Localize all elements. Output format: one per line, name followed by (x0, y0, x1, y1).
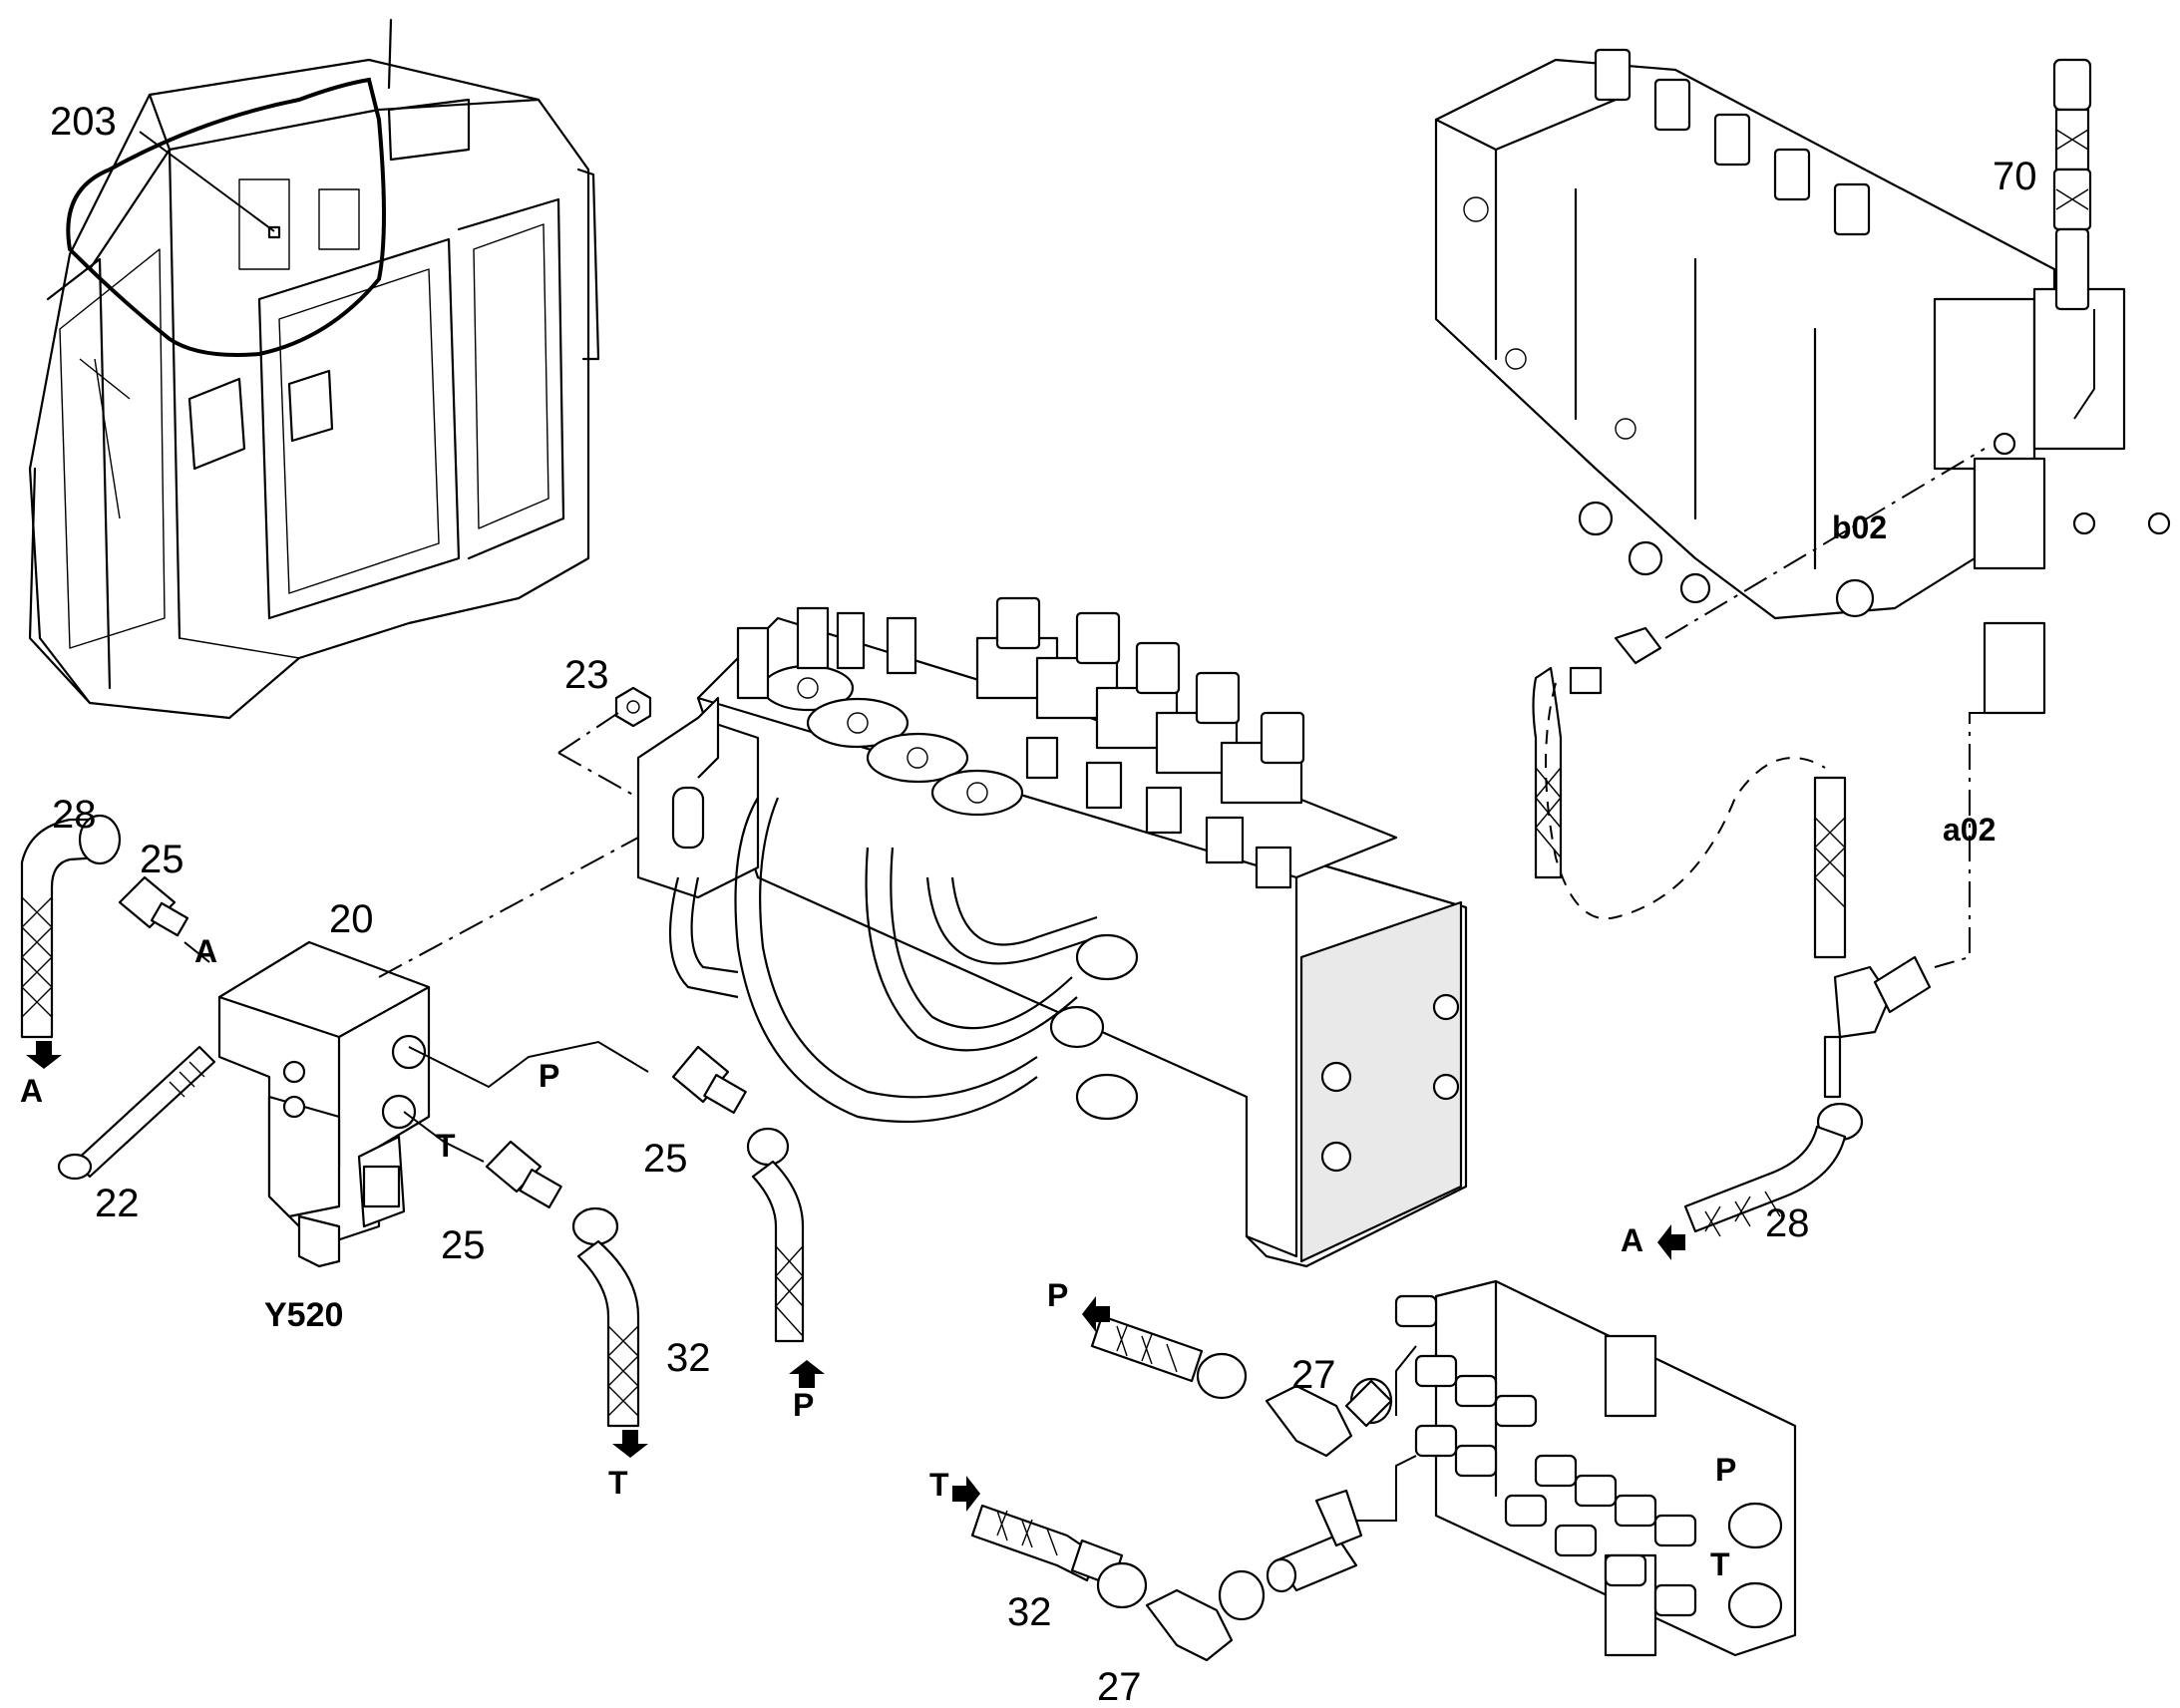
callout-27-top: 27 (1291, 1353, 1336, 1397)
callout-27-low: 27 (1097, 1665, 1142, 1708)
port-a-right-end: A (1621, 1222, 1643, 1258)
callout-32-low: 32 (1007, 1590, 1052, 1634)
spool-caps (975, 596, 1305, 805)
upper-control-valve (1434, 48, 2171, 715)
part-25-fitting-left (118, 875, 189, 937)
right-hoses (1532, 626, 1932, 1237)
callout-25-mid: 25 (643, 1137, 688, 1181)
part-27-elbow-low (1145, 1569, 1266, 1662)
port-p-hose-end: P (793, 1387, 814, 1423)
port-p-manifold-hose: P (1047, 1277, 1068, 1313)
port-a02: a02 (1943, 812, 1996, 848)
callout-32-mid: 32 (666, 1336, 711, 1380)
part-22-bolt (57, 1045, 216, 1181)
main-control-valve (636, 596, 1468, 1268)
callout-25-left: 25 (140, 838, 184, 881)
port-t-manifold-hose: T (929, 1467, 949, 1503)
port-t-manifold: T (1710, 1546, 1730, 1582)
callout-23: 23 (564, 653, 609, 697)
part-70-coupling (2052, 58, 2095, 420)
callout-22: 22 (95, 1182, 140, 1225)
part-32-hose-low (970, 1504, 1148, 1609)
callout-25-low: 25 (441, 1223, 486, 1267)
p-hose-center (746, 1127, 805, 1343)
valve-flanges (761, 664, 1024, 817)
port-b02: b02 (1832, 510, 1887, 545)
part-25-fitting-mid (671, 1045, 747, 1114)
callout-70: 70 (1993, 155, 2037, 198)
internal-pipes (668, 797, 1098, 1124)
p-hose-manifold (1090, 1314, 1248, 1400)
solenoid-label-y520: Y520 (264, 1296, 343, 1334)
port-p-valve: P (539, 1058, 559, 1094)
port-t-hose-end: T (608, 1465, 628, 1501)
operator-cab (28, 18, 600, 720)
part-28-hose-left (20, 814, 122, 1039)
flow-arrows (26, 1041, 1685, 1512)
port-letters: b02 a02 A A A P T T P P T P T (20, 510, 1996, 1582)
pilot-fittings (736, 606, 1292, 889)
callout-numbers: 203 70 23 28 25 20 22 25 25 32 28 27 32 … (50, 100, 2037, 1708)
port-p-manifold: P (1715, 1452, 1736, 1488)
solenoid-valve-20 (217, 940, 431, 1268)
part-23-nut (614, 686, 652, 728)
part-32-hose-mid (571, 1206, 640, 1428)
callout-28-right: 28 (1765, 1201, 1810, 1245)
port-a-valve: A (194, 933, 217, 969)
callout-20: 20 (329, 897, 374, 941)
leader-lines (139, 131, 1986, 1522)
port-a-left-end: A (20, 1073, 43, 1109)
part-25-fitting-low (485, 1140, 562, 1208)
distribution-manifold (1266, 1279, 1797, 1657)
label-sticker (267, 225, 281, 239)
manifold-fittings (1394, 1294, 1783, 1629)
callout-203: 203 (50, 100, 117, 144)
callout-28-left: 28 (52, 793, 97, 837)
part-27-elbow-top (1265, 1377, 1393, 1458)
port-t-valve: T (436, 1128, 456, 1164)
